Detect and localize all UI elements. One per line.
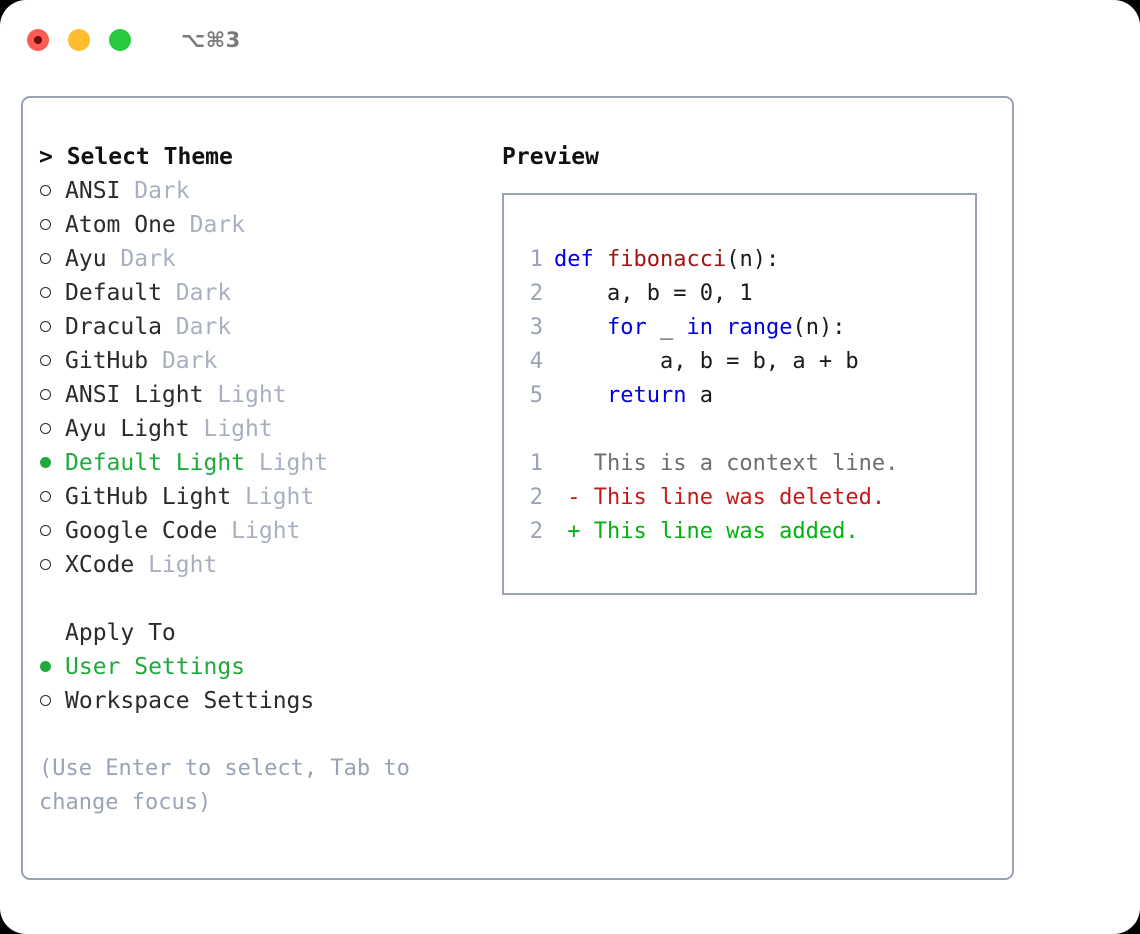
theme-list-item[interactable]: Dracula Dark — [39, 314, 499, 348]
code-token: for — [606, 315, 647, 340]
code-text: for _ in range(n): — [554, 311, 845, 345]
window-controls — [27, 29, 131, 51]
theme-variant-tag: Dark — [161, 280, 232, 306]
theme-variant-tag: Dark — [161, 314, 232, 340]
code-token: a — [686, 383, 713, 408]
code-line: 5 return a — [517, 379, 967, 413]
theme-name: GitHub Light — [65, 484, 232, 510]
apply-to-option[interactable]: User Settings — [39, 654, 499, 688]
code-text: def fibonacci(n): — [554, 243, 779, 277]
theme-variant-tag: Light — [245, 450, 329, 476]
line-number: 1 — [529, 247, 543, 272]
line-number: 2 — [529, 485, 543, 510]
diff-text: This is a context line. — [554, 451, 899, 476]
code-token: a, b = 0, 1 — [554, 281, 753, 306]
theme-variant-tag: Light — [217, 518, 301, 544]
theme-list-item[interactable]: GitHub Dark — [39, 348, 499, 382]
code-line: 3 for _ in range(n): — [517, 311, 967, 345]
code-token: (n): — [792, 315, 846, 340]
keyboard-shortcut-label: ⌥⌘3 — [181, 28, 241, 52]
theme-list-item[interactable]: XCode Light — [39, 552, 499, 586]
theme-name: Dracula — [65, 314, 162, 340]
apply-to-option-label: User Settings — [65, 654, 246, 680]
theme-variant-tag: Dark — [148, 348, 218, 374]
diff-line: 1 This is a context line. — [517, 447, 967, 481]
code-text: a, b = b, a + b — [554, 345, 859, 379]
code-line: 4 a, b = b, a + b — [517, 345, 967, 379]
theme-variant-tag: Dark — [175, 212, 246, 238]
line-number: 5 — [529, 383, 543, 408]
code-token: def — [554, 247, 607, 272]
theme-name: Atom One — [65, 212, 176, 238]
theme-list-item[interactable]: Atom One Dark — [39, 212, 499, 246]
close-button[interactable] — [27, 29, 49, 51]
diff-text: - This line was deleted. — [554, 485, 886, 510]
theme-variant-tag: Light — [203, 382, 287, 408]
theme-list-item[interactable]: Ayu Dark — [39, 246, 499, 280]
theme-variant-tag: Light — [231, 484, 315, 510]
code-line: 2 a, b = 0, 1 — [517, 277, 967, 311]
code-token: return — [606, 383, 687, 408]
theme-name: Google Code — [65, 518, 218, 544]
diff-line: 2 + This line was added. — [517, 515, 967, 549]
apply-to-header: Apply To — [65, 620, 176, 646]
theme-variant-tag: Dark — [106, 246, 176, 272]
diff-text: + This line was added. — [554, 519, 859, 544]
line-number: 3 — [529, 315, 543, 340]
code-line: 1 def fibonacci(n): — [517, 243, 967, 277]
code-token: fibonacci — [606, 247, 727, 272]
theme-list-item[interactable]: Default Dark — [39, 280, 499, 314]
apply-to-option[interactable]: Workspace Settings — [39, 688, 499, 722]
theme-name: Ayu — [65, 246, 107, 272]
theme-name: GitHub — [65, 348, 149, 374]
theme-list-item[interactable]: Default Light Light — [39, 450, 499, 484]
theme-list-item[interactable]: Ayu Light Light — [39, 416, 499, 450]
select-theme-header-label: > Select Theme — [39, 144, 233, 170]
theme-name: Ayu Light — [65, 416, 190, 442]
maximize-button[interactable] — [109, 29, 131, 51]
code-token — [554, 315, 607, 340]
theme-name: Default — [65, 280, 162, 306]
code-text: a, b = 0, 1 — [554, 277, 753, 311]
diff-lines: 1 This is a context line.2 - This line w… — [517, 447, 967, 549]
code-token: range — [726, 315, 793, 340]
theme-name: Default Light — [65, 450, 246, 476]
select-theme-header: > Select Theme — [39, 144, 499, 178]
line-number: 2 — [529, 281, 543, 306]
line-number: 2 — [529, 519, 543, 544]
code-token — [713, 315, 726, 340]
line-number: 1 — [529, 451, 543, 476]
code-text: return a — [554, 379, 713, 413]
theme-name: XCode — [65, 552, 135, 578]
theme-list-item[interactable]: GitHub Light Light — [39, 484, 499, 518]
code-token: a, b = b, a + b — [554, 349, 859, 374]
code-token: _ — [646, 315, 687, 340]
diff-line: 2 - This line was deleted. — [517, 481, 967, 515]
minimize-button[interactable] — [68, 29, 90, 51]
theme-list-item[interactable]: ANSI Dark — [39, 178, 499, 212]
theme-variant-tag: Light — [134, 552, 218, 578]
line-number: 4 — [529, 349, 543, 374]
theme-name: ANSI Light — [65, 382, 204, 408]
theme-list-item[interactable]: Google Code Light — [39, 518, 499, 552]
preview-title: Preview — [502, 144, 599, 170]
code-token: (n): — [726, 247, 780, 272]
code-token — [554, 383, 607, 408]
keyboard-hint-text: (Use Enter to select, Tab to change focu… — [39, 756, 410, 815]
code-token: in — [686, 315, 713, 340]
theme-variant-tag: Light — [189, 416, 273, 442]
apply-to-option-label: Workspace Settings — [65, 688, 315, 714]
theme-variant-tag: Dark — [120, 178, 190, 204]
title-bar: ⌥⌘3 — [0, 0, 1140, 80]
theme-name: ANSI — [65, 178, 121, 204]
theme-list-item[interactable]: ANSI Light Light — [39, 382, 499, 416]
